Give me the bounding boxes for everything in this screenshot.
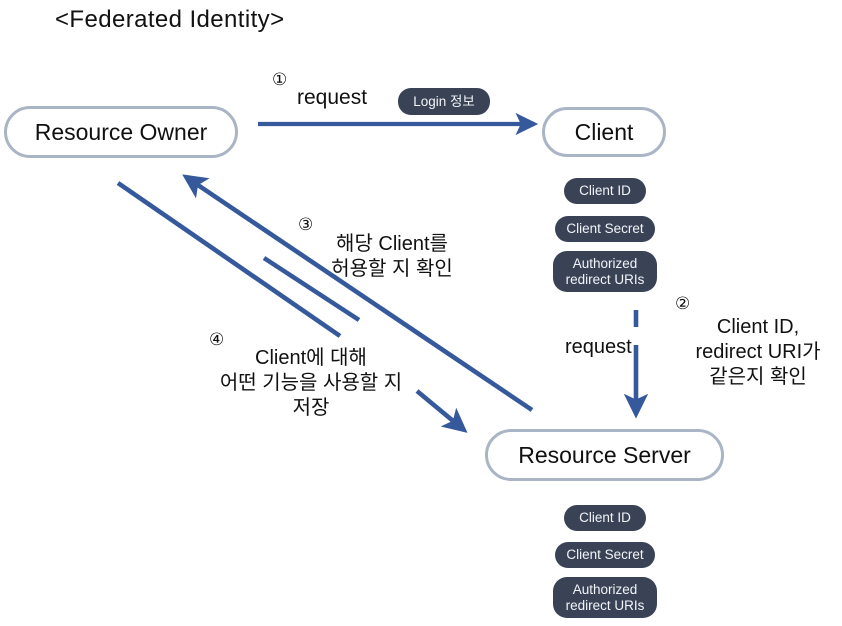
step-2-label: request <box>565 336 632 358</box>
badge-client-secret: Client Secret <box>555 216 655 242</box>
node-resource-owner[interactable]: Resource Owner <box>4 106 238 158</box>
badge-server-client-secret: Client Secret <box>555 542 655 568</box>
badge-server-client-id: Client ID <box>564 505 646 531</box>
step-3-note: 해당 Client를 허용할 지 확인 <box>331 233 453 281</box>
badge-client-id: Client ID <box>564 178 646 204</box>
badge-authorized-redirect-uris: Authorized redirect URIs <box>553 251 657 292</box>
step-2-note: Client ID, redirect URI가 같은지 확인 <box>695 316 821 389</box>
step-4-marker: ④ <box>209 330 225 349</box>
node-resource-server[interactable]: Resource Server <box>485 429 724 481</box>
badge-login-info: Login 정보 <box>398 88 490 115</box>
node-client[interactable]: Client <box>542 107 666 157</box>
step-4-note: Client에 대해 어떤 기능을 사용할 지 저장 <box>219 347 403 420</box>
step-1-marker: ① <box>272 70 288 89</box>
step-3-marker: ③ <box>298 215 314 234</box>
page-title: <Federated Identity> <box>55 6 285 33</box>
step-1-label: request <box>297 86 368 109</box>
step-2-marker: ② <box>675 294 691 313</box>
badge-server-authorized-redirect-uris: Authorized redirect URIs <box>553 577 657 618</box>
